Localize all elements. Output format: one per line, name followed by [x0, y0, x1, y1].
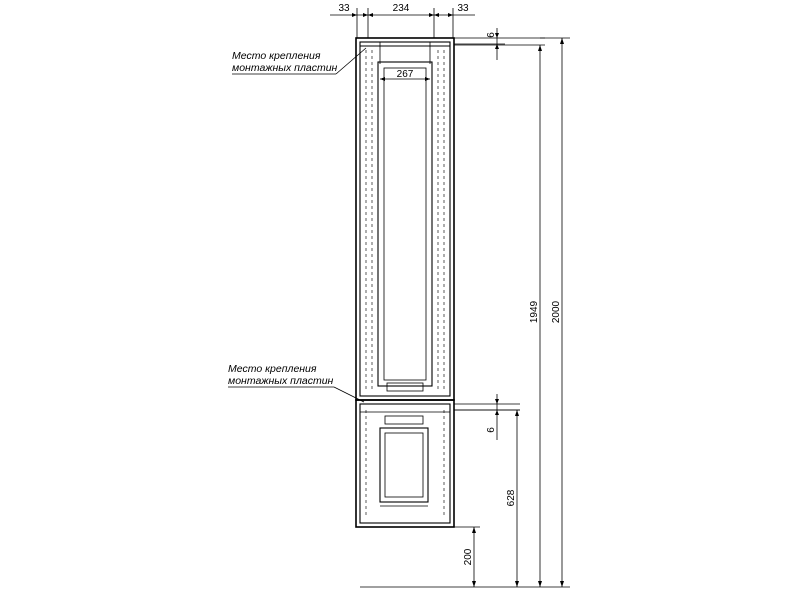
lower-cabinet [355, 399, 455, 528]
dim-total-height: 2000 [551, 300, 562, 323]
dim-side-left: 33 [338, 3, 350, 14]
dim-top-gap: 6 [486, 32, 497, 38]
top-gap-dimension: 6 [454, 28, 545, 60]
inner-width-dimension: 267 [380, 69, 430, 81]
dim-lower-height: 628 [506, 489, 517, 506]
mount-label-top: Место крепления монтажных пластин [232, 47, 367, 75]
dim-upper-height: 1949 [529, 300, 540, 323]
upper-cabinet [355, 37, 455, 401]
dim-floor-height: 200 [463, 548, 474, 565]
top-width-dimension: 33 234 33 [330, 3, 475, 38]
dim-inner-width: 267 [397, 69, 414, 80]
lower-gap-dimension: 6 [454, 394, 520, 440]
mount-label-bottom-line1: Место крепления [228, 363, 317, 375]
dim-center-width: 234 [393, 3, 410, 14]
mount-label-top-line2: монтажных пластин [232, 62, 338, 74]
mount-label-top-line1: Место крепления [232, 50, 321, 62]
vertical-dimensions: 2000 1949 628 200 [360, 37, 570, 588]
dim-side-right: 33 [457, 3, 469, 14]
dim-lower-gap: 6 [486, 427, 497, 433]
mount-label-bottom-line2: монтажных пластин [228, 375, 334, 387]
mount-label-bottom: Место крепления монтажных пластин [228, 363, 365, 403]
